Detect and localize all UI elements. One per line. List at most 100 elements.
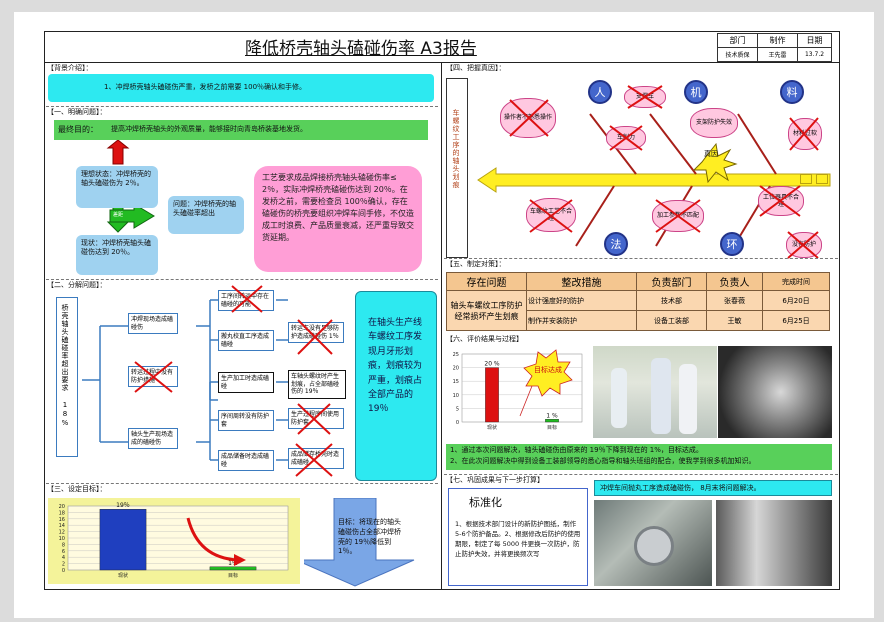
fishbone-heading: 【四、把握真因】： <box>446 64 506 72</box>
x-tick-label: 目标 <box>228 572 238 579</box>
standardization-text: 1、根据技术部门设计的新防护图纸，制作 5-6个防护备品。2、根据修改后防护的使… <box>455 520 581 559</box>
level3-node-6: 成品储备时造成磕碰 <box>218 450 274 471</box>
level3-node-5: 序间周转没有防护套 <box>218 410 274 431</box>
goal-label: 最终目的： <box>58 125 98 134</box>
evaluation-photo-2 <box>718 346 832 438</box>
row1-dept: 技术部 <box>636 290 707 311</box>
col-date: 完成时间 <box>762 272 830 291</box>
bar-目标 <box>209 566 257 571</box>
consolidate-photo-2 <box>716 500 832 586</box>
fishbone-small-box-1 <box>800 174 812 184</box>
problem-cell: 轴头车螺纹工序防护经常损坏产生划痕 <box>446 290 527 331</box>
row2-dept: 设备工装部 <box>636 310 707 331</box>
gap-arrows <box>106 140 155 233</box>
target-heading: 【三、设定目标】： <box>47 485 107 493</box>
scroll-callout-text: 在轴头生产线车螺纹工序发现月牙形划痕，划痕较为严重，划痕占全部产品的 19％ <box>368 318 423 415</box>
ideal-text: 理想状态：冲焊桥壳的轴头磕碰伤为 2％。 <box>81 170 151 188</box>
standardization-box: 标准化 1、根据技术部门设计的新防护图纸，制作 5-6个防护备品。2、根据修改后… <box>448 488 588 586</box>
col-owner: 负责人 <box>706 272 763 291</box>
root-cause-label: 真因 <box>704 150 718 158</box>
fishbone-small-box-2 <box>816 174 828 184</box>
row1-owner: 张春薇 <box>706 290 763 311</box>
target-achieved-label: 目标达成 <box>534 365 562 374</box>
reduction-arrow <box>186 517 239 562</box>
level3-node-2: 搬丸校直工序造成磕碰 <box>218 330 274 351</box>
countermeasure-table: 存在问题 整改措施 负责部门 负责人 完成时间 轴头车螺纹工序防护经常损坏产生划… <box>446 272 830 331</box>
level4-node-2: 车轴头螺纹时产生划痕，占全部磕碰伤的 19％ <box>288 370 346 399</box>
col-problem: 存在问题 <box>446 272 527 291</box>
data-label: 1 % <box>546 412 558 419</box>
photo-part <box>634 526 674 566</box>
y-tick-label: 15 <box>453 379 459 385</box>
evaluation-result-bar: 1、通过本次问题解决，轴头磕碰伤由原来的 19％下降到现在的 1%，目标达成。 … <box>446 444 832 470</box>
countermeasure-heading: 【五、制定对策】： <box>446 260 506 268</box>
level2-node-1: 冲焊现场造成磕碰伤 <box>128 313 178 334</box>
cause-3: 支架防护失效 <box>690 108 738 138</box>
y-tick-label: 10 <box>453 393 459 399</box>
title-rule <box>44 62 840 63</box>
center-divider <box>441 62 442 590</box>
current-text: 现状：冲焊桥壳轴头磕碰伤达到 20％。 <box>81 239 151 257</box>
breakdown-x-marks <box>134 285 333 477</box>
bar-现状 <box>485 367 499 423</box>
gap-label: 差距 <box>113 212 124 218</box>
evaluation-heading: 【六、评价结果与过程】 <box>446 335 523 343</box>
row2-measure: 制作并安装防护 <box>526 310 637 331</box>
current-box: 现状：冲焊桥壳轴头磕碰伤达到 20％。 <box>76 235 158 275</box>
photo-person-2 <box>651 358 671 434</box>
divider-2 <box>46 279 438 280</box>
x-tick-label: 现状 <box>118 572 128 579</box>
maker-value: 王先雷 <box>757 47 798 62</box>
category-method: 法 <box>604 232 628 256</box>
annotation-pointer <box>519 385 533 417</box>
next-plan-bar: 冲焊车间抛丸工序造成磕碰伤， 8月末将问题解决。 <box>594 480 832 496</box>
next-plan-text: 冲焊车间抛丸工序造成磕碰伤， 8月末将问题解决。 <box>600 484 761 492</box>
evaluation-line-1: 1、通过本次问题解决，轴头磕碰伤由原来的 19％下降到现在的 1%，目标达成。 <box>450 446 703 454</box>
evaluation-line-2: 2、在此次问题解决中得到设备工装部领导的悉心指导和轴头班组的配合，使我学到很多机… <box>450 457 756 465</box>
divider-3 <box>46 483 438 484</box>
category-person: 人 <box>588 80 612 104</box>
data-label: 1％ <box>228 560 238 567</box>
fishbone-diagram <box>477 113 831 247</box>
y-tick-label: 10 <box>59 536 65 542</box>
reduction-arrowhead <box>234 554 246 566</box>
y-tick-label: 0 <box>62 568 65 574</box>
y-tick-label: 12 <box>59 530 65 536</box>
row1-date: 6月20日 <box>762 290 830 311</box>
data-label: 20 % <box>484 361 500 368</box>
row2-date: 6月25日 <box>762 310 830 331</box>
category-environment: 环 <box>720 232 744 256</box>
fishbone-x-marks <box>509 85 819 259</box>
scroll-callout: 在轴头生产线车螺纹工序发现月牙形划痕，划痕较为严重，划痕占全部产品的 19％ <box>355 291 437 481</box>
divider-1 <box>46 106 438 107</box>
report-frame <box>44 31 840 590</box>
y-tick-label: 4 <box>62 555 65 561</box>
y-tick-label: 20 <box>59 504 65 510</box>
bar-现状 <box>99 508 147 571</box>
breakdown-connectors <box>82 299 288 461</box>
level2-node-2: 轴头生产现场造成的磕碰伤 <box>128 428 178 449</box>
divider-5 <box>444 474 838 475</box>
background-box: 1、冲焊桥壳轴头磕碰伤严重，发桥之前需要 100％确认和手修。 <box>48 74 434 102</box>
date-value: 13.7.2 <box>797 47 832 62</box>
goal-text: 提高冲焊桥壳轴头的外观质量，能够接时向青岛桥装基地发货。 <box>111 125 307 133</box>
x-tick-label: 现状 <box>487 424 497 431</box>
header-table: 部门 制作 日期 技术质保 王先雷 13.7.2 <box>717 33 832 62</box>
photo-person-1 <box>611 368 627 428</box>
consolidate-photo-1 <box>594 500 712 586</box>
col-measure: 整改措施 <box>526 272 637 291</box>
divider-4 <box>444 258 838 259</box>
photo-person-3 <box>679 364 697 434</box>
bar-目标 <box>545 419 559 423</box>
y-tick-label: 0 <box>456 420 459 426</box>
question-box: 问题：冲焊桥壳的轴头磕碰率超出 <box>168 196 244 234</box>
x-tick-label: 目标 <box>547 424 557 431</box>
y-tick-label: 18 <box>59 510 65 516</box>
col-dept: 负责部门 <box>636 272 707 291</box>
y-tick-label: 6 <box>62 549 65 555</box>
